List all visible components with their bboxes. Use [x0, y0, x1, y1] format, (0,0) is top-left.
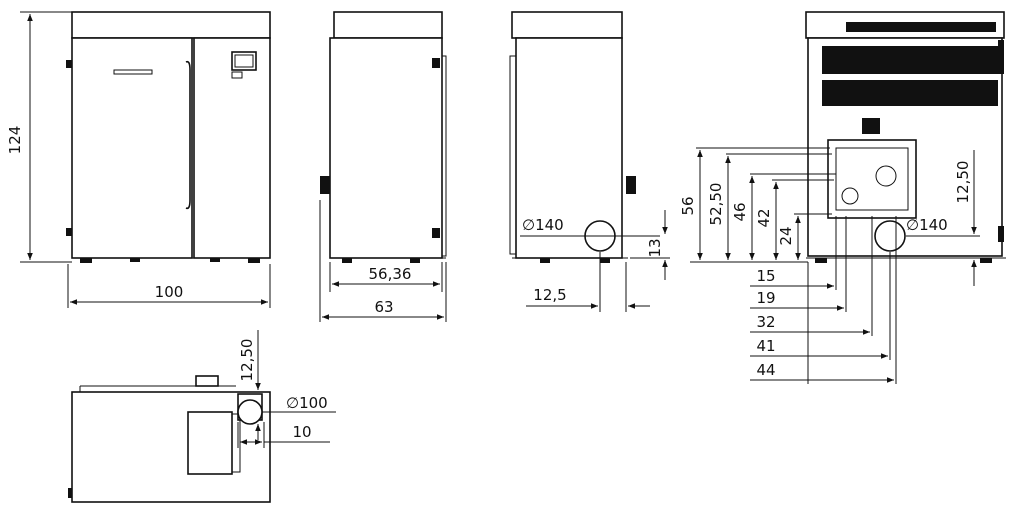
- rear-view: [509, 11, 636, 263]
- back-width-32-label: 32: [756, 313, 775, 331]
- top-pipe-diameter-label: ∅100: [286, 394, 328, 412]
- back-pipe-diameter-label: ∅140: [906, 216, 948, 234]
- back-height-24-label: 24: [777, 226, 795, 245]
- back-vertical-dimensions: 56 52,50 46 42 24: [679, 147, 836, 263]
- back-height-52-label: 52,50: [707, 183, 725, 226]
- back-right-dimension: ∅140 12,50: [906, 150, 984, 286]
- side-depth-total-label: 63: [374, 298, 393, 316]
- back-height-46-label: 46: [731, 202, 749, 221]
- front-width-label: 100: [155, 283, 184, 301]
- back-horizontal-dimensions: 15 19 32 41 44: [750, 216, 897, 384]
- top-view: [68, 375, 271, 503]
- front-height-label: 124: [6, 126, 24, 155]
- front-view: [66, 11, 271, 263]
- rear-pipe-offset-label: 12,5: [533, 286, 566, 304]
- back-width-15-label: 15: [756, 267, 775, 285]
- top-offset-label: 10: [292, 423, 311, 441]
- ventilation-grille: [822, 46, 998, 106]
- back-height-56-label: 56: [679, 196, 697, 215]
- back-width-44-label: 44: [756, 361, 775, 379]
- top-view-dimensions: 12,50 ∅100 10: [237, 330, 336, 448]
- front-height-dimension: 124: [6, 11, 72, 263]
- back-height-42-label: 42: [755, 208, 773, 227]
- back-width-41-label: 41: [756, 337, 775, 355]
- side-depth-body-label: 56,36: [369, 265, 412, 283]
- back-view: [805, 11, 1006, 263]
- rear-pipe-height-label: 13: [646, 238, 664, 257]
- top-vertical-label: 12,50: [238, 339, 256, 382]
- back-width-19-label: 19: [756, 289, 775, 307]
- back-right-dim-label: 12,50: [954, 161, 972, 204]
- rear-pipe-dimensions: ∅140 13 12,5: [520, 210, 670, 312]
- side-view: [320, 11, 447, 263]
- side-depth-dimensions: 56,36 63: [319, 200, 447, 322]
- rear-pipe-diameter-label: ∅140: [522, 216, 564, 234]
- front-width-dimension: 100: [67, 264, 271, 308]
